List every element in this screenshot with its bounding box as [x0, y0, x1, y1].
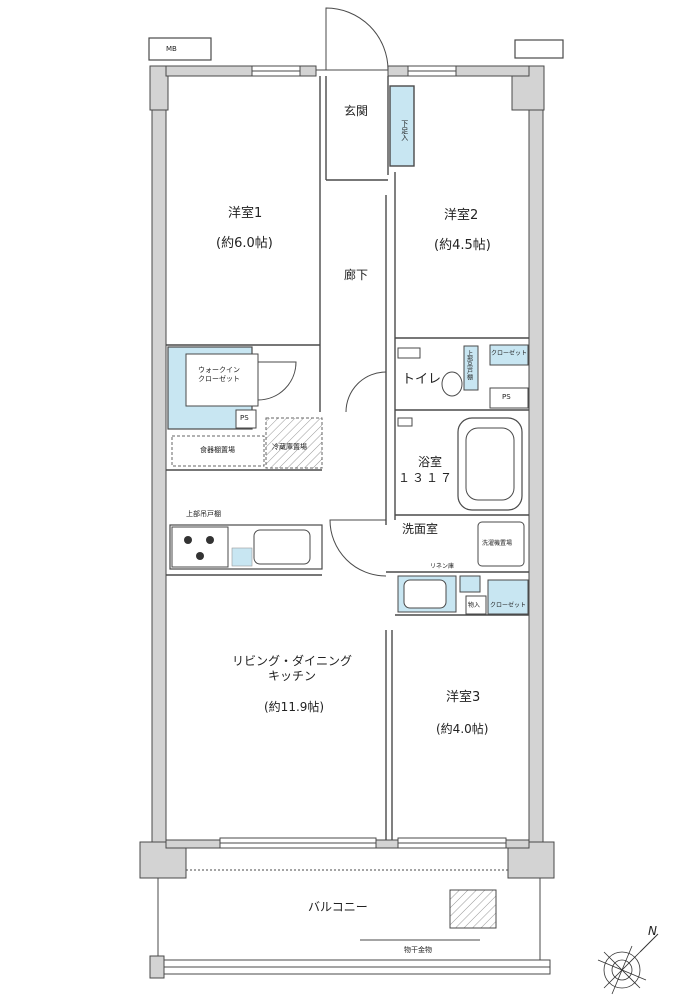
- ps-right: [489, 387, 529, 409]
- washer-space-label: 洗濯機置場: [482, 540, 513, 547]
- washroom-label: 洗面室: [402, 522, 439, 536]
- storage-label: 物入: [468, 602, 481, 609]
- mb-label: MB: [166, 45, 177, 53]
- fridge-space-label: 冷蔵庫置場: [272, 443, 307, 451]
- interior-walls: [166, 76, 529, 840]
- toilet-cabinet-label: 上部吊戸棚: [465, 350, 473, 380]
- ps-right-label: PS: [502, 393, 511, 401]
- toilet-label: トイレ: [402, 372, 442, 387]
- western3-label: 洋室3: [446, 690, 481, 705]
- walkin-label: ウォークイン クローゼット: [198, 366, 240, 383]
- upper-cabinet-label: 上部吊戸棚: [186, 510, 221, 518]
- north-label: N: [648, 924, 657, 938]
- genkan-label: 玄関: [344, 104, 369, 118]
- shoe-storage-label: 下足入: [400, 120, 409, 141]
- ps-left-label: PS: [240, 414, 249, 422]
- western2-size: (約4.5帖): [434, 238, 491, 253]
- closet-right-top: [489, 344, 529, 366]
- balcony-label: バルコニー: [308, 900, 368, 914]
- western2-label: 洋室2: [444, 208, 479, 223]
- bath-size: １３１７: [398, 471, 455, 485]
- bath-label: 浴室: [418, 455, 443, 469]
- closet-top-label: クローゼット: [490, 350, 527, 357]
- western1-label: 洋室1: [228, 206, 263, 221]
- bathtub: [457, 417, 523, 511]
- ldk-label: リビング・ダイニング キッチン: [232, 654, 353, 683]
- closet-right-bottom: [487, 579, 529, 615]
- compass-icon: [597, 933, 659, 995]
- closet-bottom-label: クローゼット: [489, 602, 526, 609]
- western3-size: (約4.0帖): [436, 722, 489, 736]
- outer-walls: [139, 65, 555, 879]
- meter-box: [148, 37, 212, 61]
- corridor-label: 廊下: [344, 268, 369, 282]
- linen-label: リネン庫: [430, 563, 455, 570]
- western1-size: (約6.0帖): [216, 236, 273, 251]
- drying-label: 物干金物: [404, 946, 432, 954]
- ldk-size: (約11.9帖): [264, 700, 325, 714]
- ps-left: [235, 409, 257, 429]
- dish-space-label: 食器棚置場: [200, 446, 235, 454]
- balcony-outline: [149, 869, 551, 979]
